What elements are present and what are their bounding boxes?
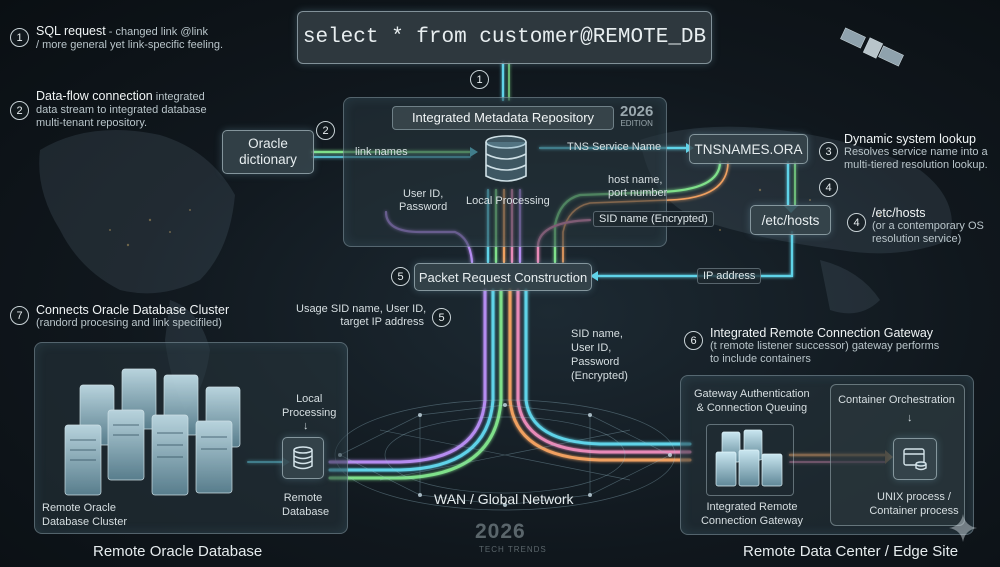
edition-label: EDITION	[620, 119, 653, 128]
etc-hosts-box: /etc/hosts	[750, 205, 831, 235]
sparkle-icon	[949, 514, 977, 542]
flow-bundle-right	[508, 288, 692, 462]
gateway-frame	[706, 424, 794, 496]
gateway-title: Gateway Authentication& Connection Queui…	[694, 388, 810, 414]
unix-process-label: UNIX process /Container process	[869, 491, 959, 517]
label-tns-service-name: TNS Service Name	[567, 141, 662, 153]
remote-database-box	[282, 437, 324, 479]
step-badge-4b: 4	[847, 213, 866, 232]
annotation-sql-request: SQL request - changed link @link / more …	[36, 24, 224, 51]
edition-year: 2026	[620, 103, 654, 120]
container-down-arrow-icon: ↓	[907, 412, 913, 424]
step-badge-5a: 5	[391, 267, 410, 286]
process-window-icon	[903, 448, 927, 471]
label-ip-address: IP address	[697, 268, 762, 284]
step-badge-6: 6	[684, 331, 703, 350]
annotation-gateway: Integrated Remote Connection Gateway (t …	[710, 326, 940, 365]
repository-title-box: Integrated Metadata Repository	[392, 106, 614, 130]
annotation-data-flow: Data-flow connection integrated data str…	[36, 89, 207, 129]
wan-label: WAN / Global Network	[434, 491, 574, 507]
flow-bundle-left	[328, 288, 487, 464]
label-usage: Usage SID name, User ID,target IP addres…	[296, 303, 427, 328]
tnsnames-box: TNSNAMES.ORA	[689, 134, 808, 164]
container-title: Container Orchestration	[838, 394, 955, 406]
label-sid-name: SID name (Encrypted)	[593, 211, 714, 227]
remote-database-icon	[293, 446, 313, 470]
network-tagline: TECH TRENDS	[479, 545, 547, 554]
step-badge-3: 3	[819, 142, 838, 161]
edition-badge: 2026 EDITION	[620, 103, 654, 130]
down-arrow-icon: ↓	[303, 420, 309, 432]
server-cluster-icon	[64, 368, 241, 496]
sql-query-box: select * from customer@REMOTE_DB	[297, 11, 712, 64]
step-badge-2a: 2	[10, 101, 29, 120]
remote-oracle-footer: Remote Oracle Database	[93, 543, 263, 560]
unix-process-box	[893, 438, 937, 480]
user-password-label: User ID,Password	[399, 188, 448, 213]
step-badge-7: 7	[10, 306, 29, 325]
repository-title: Integrated Metadata Repository	[411, 110, 595, 125]
step-badge-2b: 2	[316, 121, 335, 140]
annotation-cluster: Connects Oracle Database Cluster (randor…	[36, 303, 230, 329]
label-host-port: host name,port number	[608, 174, 668, 199]
label-sid-user-password: SID name,User ID, Password(Encrypted)	[571, 328, 628, 382]
label-link-names: link names	[355, 146, 408, 158]
network-year: 2026	[475, 520, 526, 543]
sql-query-text: select * from customer@REMOTE_DB	[302, 26, 707, 49]
remote-datacenter-footer: Remote Data Center / Edge Site	[743, 543, 959, 560]
flow-ip-address	[596, 230, 794, 278]
step-badge-1b: 1	[470, 70, 489, 89]
annotation-etc-hosts: /etc/hosts (or a contemporary OS resolut…	[872, 206, 984, 245]
satellite-icon	[840, 27, 904, 67]
database-icon	[485, 135, 527, 182]
step-badge-1a: 1	[10, 28, 29, 47]
annotation-dynamic-lookup: Dynamic system lookup Resolves service n…	[844, 132, 988, 171]
packet-request-box: Packet Request Construction	[414, 263, 592, 291]
gateway-servers-icon	[715, 429, 783, 487]
step-badge-4a: 4	[819, 178, 838, 197]
repository-local-processing: Local Processing	[466, 195, 550, 207]
step-badge-5b: 5	[432, 308, 451, 327]
